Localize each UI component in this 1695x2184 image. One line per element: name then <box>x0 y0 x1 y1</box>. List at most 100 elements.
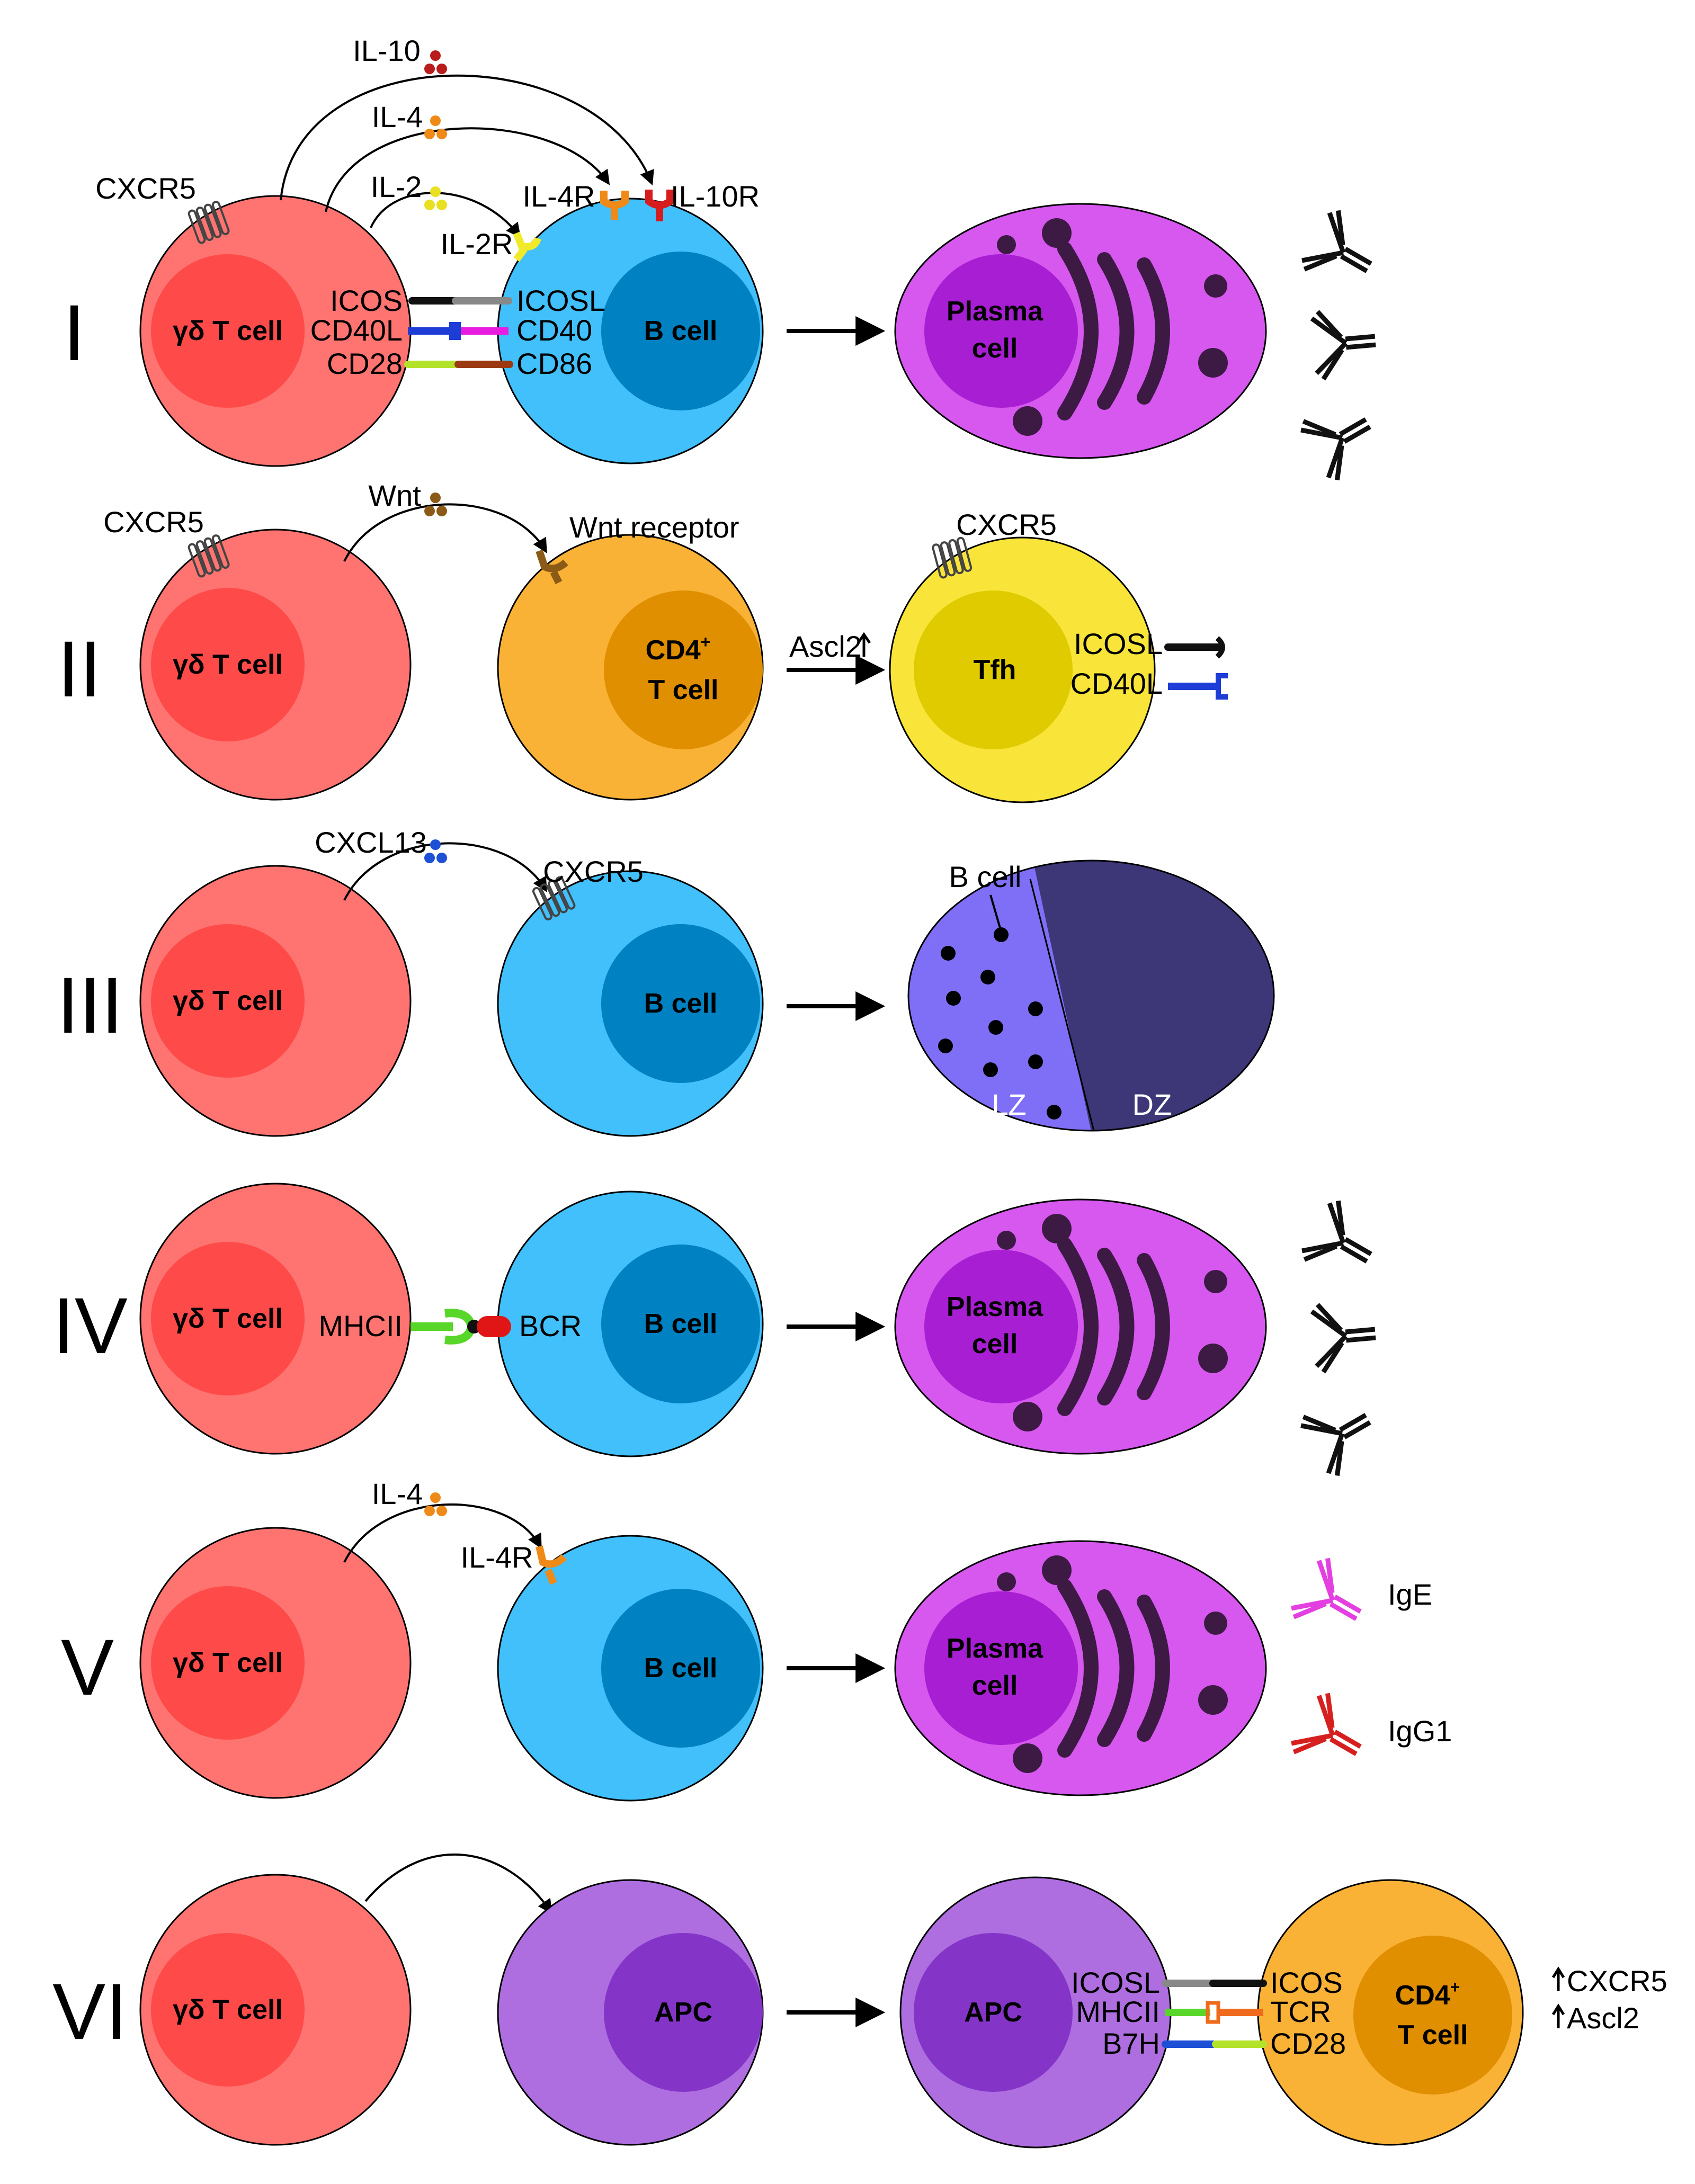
b-cell: B cell <box>497 198 764 464</box>
il10-arrow <box>280 74 654 201</box>
wnt-receptor-label: Wnt receptor <box>569 511 739 544</box>
plasma-cell: Plasma cell <box>894 203 1267 459</box>
il10-label: IL-10 <box>353 34 421 67</box>
cxcr5-label: CXCR5 <box>95 172 196 205</box>
plasma-label-1: Plasma <box>947 1633 1043 1664</box>
icosl-label: ICOSL <box>1074 627 1163 660</box>
cd4-label: CD4+ <box>1395 1977 1460 2011</box>
plasma-label-2: cell <box>972 333 1018 364</box>
antibody-icon <box>1311 307 1378 380</box>
cd40l-receptor-icon <box>1168 673 1228 700</box>
icos-label: ICOS <box>1270 1966 1343 1999</box>
mhcii-label: MHCII <box>318 1309 403 1342</box>
up-arrow-icon <box>1551 1966 1565 1991</box>
mhc-bcr-pair <box>411 1309 511 1345</box>
b-cell-callout: B cell <box>949 860 1022 893</box>
tcr-label: TCR <box>1270 1995 1331 2028</box>
panel-3: III γδ T cell CXCL13 B cell CXCR5 <box>57 826 1275 1137</box>
plasma-cell: Plasma cell <box>894 1198 1267 1455</box>
cd28-label: CD28 <box>327 347 403 380</box>
up-arrow-icon <box>857 632 871 657</box>
il4-label: IL-4 <box>372 100 423 133</box>
gd-t-cell: γδ T cell <box>139 195 412 467</box>
plasma-cell: Plasma cell <box>894 1540 1267 1796</box>
lz-label: LZ <box>992 1088 1026 1121</box>
cd40l-label: CD40L <box>310 314 403 347</box>
mhcii-label: MHCII <box>1076 1995 1160 2028</box>
il4-arrow <box>343 1503 542 1563</box>
ige-antibody-icon <box>1291 1558 1362 1621</box>
gd-t-cell-label: γδ T cell <box>173 1648 283 1678</box>
il4-label: IL-4 <box>372 1477 423 1510</box>
upregulated-cxcr5: CXCR5 <box>1567 1964 1667 1998</box>
wnt-molecule-icon <box>424 493 447 516</box>
gd-t-cell: γδ T cell <box>139 1874 412 2146</box>
icosl-receptor-icon <box>1164 636 1225 659</box>
icosl-label: ICOSL <box>516 284 605 317</box>
il4-molecule-icon <box>424 1492 447 1516</box>
gd-t-cell-label: γδ T cell <box>173 1994 283 2025</box>
cxcr5-label: CXCR5 <box>103 505 204 539</box>
igg1-label: IgG1 <box>1388 1714 1452 1748</box>
apc-label: APC <box>654 1997 712 2028</box>
t-cell-label: T cell <box>1398 2020 1468 2051</box>
cxcr5-label: CXCR5 <box>956 508 1057 541</box>
up-arrow-icon <box>1551 2003 1565 2028</box>
t-cell-label: T cell <box>648 675 719 705</box>
panel-1: I γδ T cell B cell CXCR5 IL-10 IL-4 IL-2 <box>63 34 1386 483</box>
plasma-label-1: Plasma <box>947 296 1043 327</box>
cd4-label: CD4+ <box>646 632 711 666</box>
panel-5-numeral: V <box>61 1623 114 1712</box>
antibody-icon <box>1298 1390 1385 1479</box>
gd-t-cell-label: γδ T cell <box>173 1303 283 1334</box>
il2r-receptor-icon <box>513 231 541 262</box>
b7h-label: B7H <box>1102 2027 1160 2060</box>
cxcr5-label: CXCR5 <box>543 855 644 888</box>
gd-t-cell: γδ T cell <box>139 529 412 801</box>
il4r-receptor-icon <box>600 191 629 220</box>
il2-label: IL-2 <box>371 170 422 203</box>
apc-label: APC <box>964 1997 1022 2028</box>
apc-cell-2: APC <box>899 1876 1172 2149</box>
cd40-label: CD40 <box>516 314 592 347</box>
il10-molecule-icon <box>424 50 447 74</box>
icosl-label: ICOSL <box>1071 1966 1160 1999</box>
il2r-label: IL-2R <box>441 227 513 261</box>
gd-t-cell-label: γδ T cell <box>173 649 283 680</box>
il4r-receptor-icon <box>536 1545 567 1585</box>
tfh-label: Tfh <box>974 655 1016 685</box>
il10r-label: IL-10R <box>671 180 760 213</box>
activation-arrow <box>364 1853 553 1914</box>
tfh-cell: Tfh <box>889 536 1156 803</box>
il4r-label: IL-4R <box>461 1541 533 1574</box>
cxcl13-molecule-icon <box>424 839 447 863</box>
panel-6-numeral: VI <box>52 1967 128 2056</box>
panel-5: V γδ T cell IL-4 B cell IL-4R <box>61 1477 1452 1802</box>
cd40l-cd40-pair <box>408 322 508 340</box>
il2-molecule-icon <box>424 186 447 210</box>
ascl2-label: Ascl2 <box>789 630 862 663</box>
b-cell-label: B cell <box>644 988 718 1019</box>
gd-t-cell-label: γδ T cell <box>173 316 283 346</box>
gd-t-cell: γδ T cell <box>139 1527 412 1799</box>
b-cell: B cell <box>497 1191 764 1457</box>
gd-t-cell-label: γδ T cell <box>173 986 283 1016</box>
plasma-label-2: cell <box>972 1329 1018 1359</box>
wnt-receptor-icon <box>536 549 568 585</box>
cd40l-label: CD40L <box>1070 667 1163 700</box>
ige-label: IgE <box>1388 1578 1432 1611</box>
b-cell: B cell <box>497 1535 764 1802</box>
cd86-label: CD86 <box>516 347 592 380</box>
antibody-icon <box>1299 1198 1386 1287</box>
plasma-label-2: cell <box>972 1670 1018 1701</box>
panel-4-numeral: IV <box>52 1281 128 1370</box>
dz-label: DZ <box>1132 1088 1172 1121</box>
panel-3-numeral: III <box>57 961 123 1050</box>
cxcl13-label: CXCL13 <box>315 826 427 859</box>
icos-label: ICOS <box>330 284 403 317</box>
antibody-icon <box>1298 394 1385 484</box>
mhcii-tcr-pair <box>1165 2001 1263 2024</box>
cxcl13-arrow <box>343 842 547 901</box>
b-cell-label: B cell <box>644 1653 718 1684</box>
